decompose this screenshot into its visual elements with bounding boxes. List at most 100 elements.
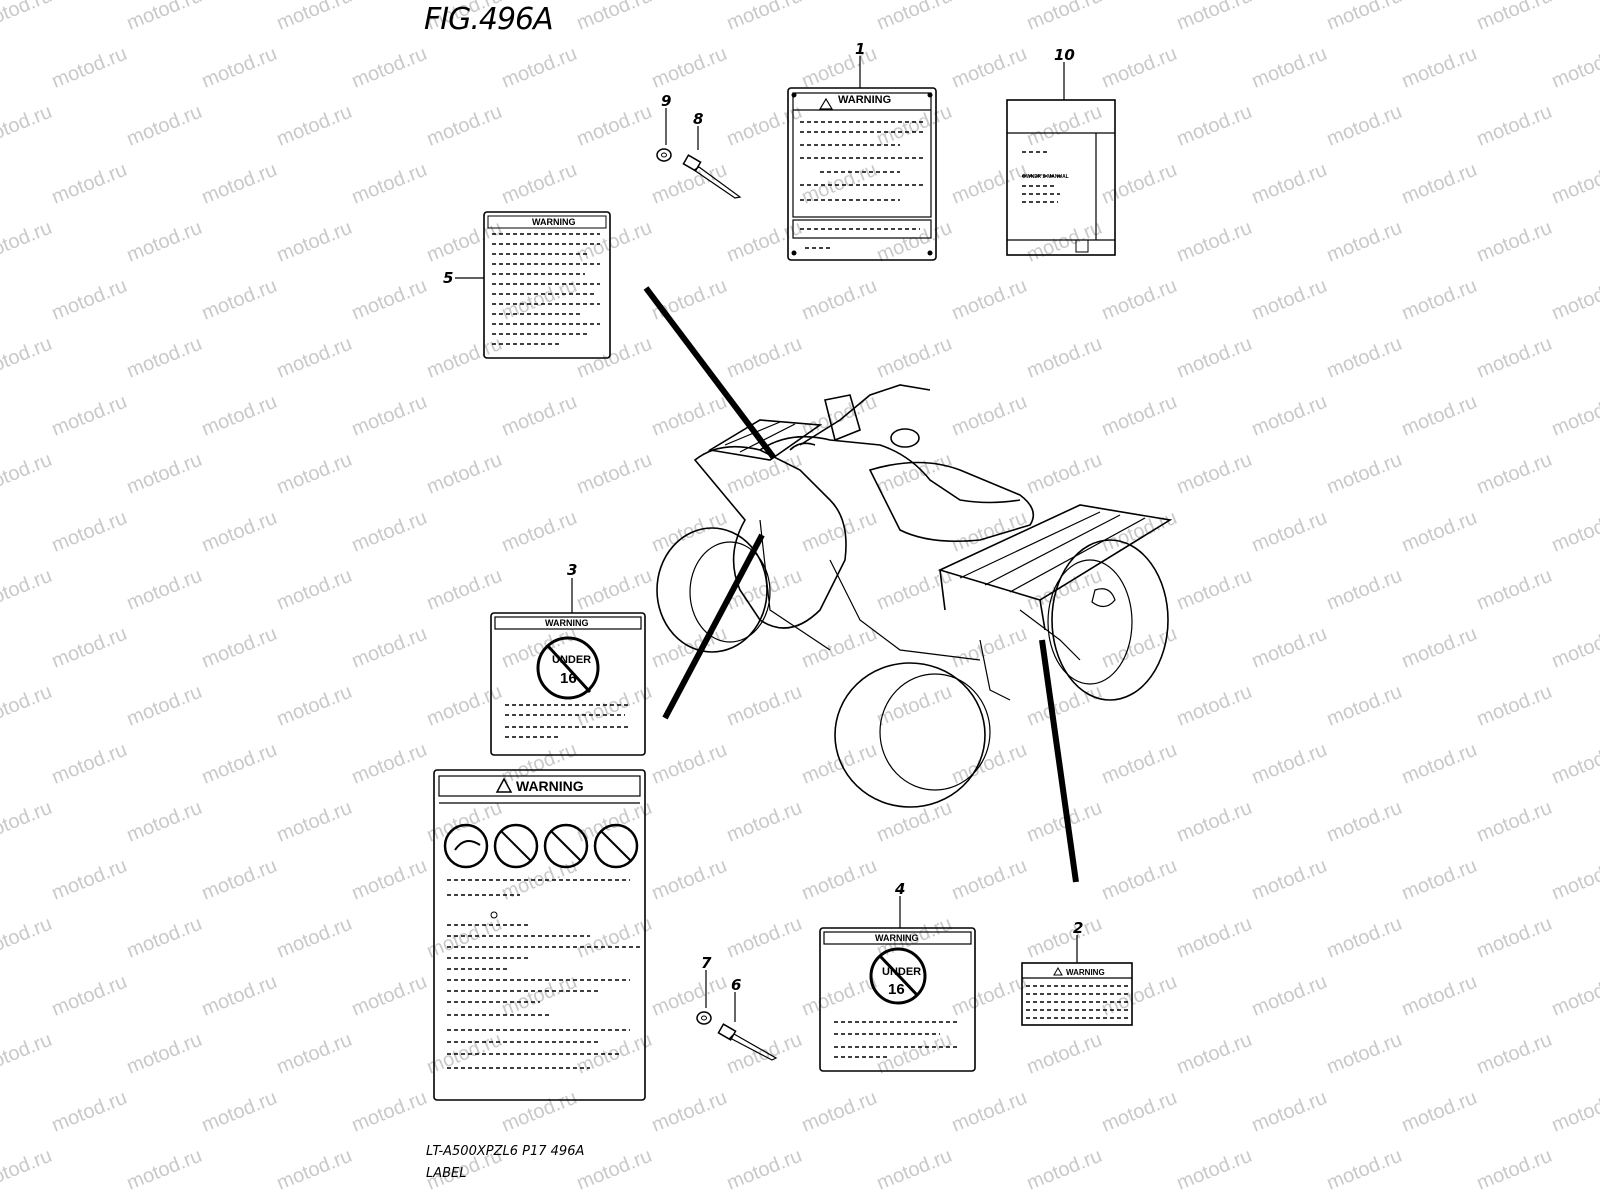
- watermark-text: motod.ru: [274, 681, 355, 731]
- watermark-text: motod.ru: [649, 623, 730, 673]
- watermark-text: motod.ru: [949, 1087, 1030, 1137]
- watermark-text: motod.ru: [199, 1087, 280, 1137]
- watermark-text: motod.ru: [499, 391, 580, 441]
- watermark-text: motod.ru: [1249, 507, 1330, 557]
- watermark-text: motod.ru: [0, 913, 55, 963]
- watermark-text: motod.ru: [1474, 0, 1555, 35]
- watermark-text: motod.ru: [274, 565, 355, 615]
- watermark-text: motod.ru: [799, 971, 880, 1021]
- watermark-text: motod.ru: [1099, 159, 1180, 209]
- watermark-text: motod.ru: [424, 101, 505, 151]
- watermark-text: motod.ru: [274, 1029, 355, 1079]
- watermark-text: motod.ru: [0, 101, 55, 151]
- watermark-text: motod.ru: [1549, 275, 1600, 325]
- watermark-text: motod.ru: [274, 797, 355, 847]
- callouts: 1 2 3 4 5 6 7 8 9 10: [443, 40, 1083, 994]
- watermark-text: motod.ru: [799, 391, 880, 441]
- watermark-text: motod.ru: [799, 623, 880, 673]
- watermark-text: motod.ru: [1549, 1087, 1600, 1137]
- watermark-text: motod.ru: [1024, 1029, 1105, 1079]
- watermark-text: motod.ru: [424, 217, 505, 267]
- watermark-text: motod.ru: [724, 797, 805, 847]
- watermark-text: motod.ru: [799, 1087, 880, 1137]
- watermark-text: motod.ru: [649, 159, 730, 209]
- watermark-text: motod.ru: [124, 565, 205, 615]
- watermark-text: motod.ru: [0, 1029, 55, 1079]
- watermark-text: motod.ru: [1099, 1087, 1180, 1137]
- watermark-text: motod.ru: [1024, 0, 1105, 35]
- atv-illustration: [656, 384, 1173, 808]
- watermark-text: motod.ru: [124, 1029, 205, 1079]
- watermark-text: motod.ru: [949, 43, 1030, 93]
- figure-title: FIG.496A: [424, 2, 554, 37]
- watermark-text: motod.ru: [1174, 913, 1255, 963]
- watermark-text: motod.ru: [0, 333, 55, 383]
- watermark-text: motod.ru: [1474, 681, 1555, 731]
- label-part-3: [433, 578, 646, 1101]
- watermark-text: motod.ru: [724, 913, 805, 963]
- watermark-text: motod.ru: [49, 159, 130, 209]
- watermark-text: motod.ru: [649, 1087, 730, 1137]
- watermark-text: motod.ru: [1099, 275, 1180, 325]
- watermark-text: motod.ru: [1474, 1145, 1555, 1195]
- watermark-text: motod.ru: [1549, 43, 1600, 93]
- watermark-text: motod.ru: [574, 1029, 655, 1079]
- watermark-text: motod.ru: [49, 391, 130, 441]
- watermark-text: motod.ru: [1399, 855, 1480, 905]
- callout-4: 4: [894, 880, 905, 898]
- watermark-text: motod.ru: [1549, 159, 1600, 209]
- watermark-text: motod.ru: [349, 391, 430, 441]
- warning-text-3a: WARNING: [545, 618, 589, 628]
- watermark-text: motod.ru: [1324, 333, 1405, 383]
- watermark-text: motod.ru: [874, 217, 955, 267]
- watermark-text: motod.ru: [1474, 333, 1555, 383]
- watermark-text: motod.ru: [1549, 855, 1600, 905]
- rivet-part-6: [717, 992, 778, 1061]
- watermark-text: motod.ru: [1024, 449, 1105, 499]
- under-text-4: UNDER: [882, 966, 921, 978]
- watermark-text: motod.ru: [724, 681, 805, 731]
- watermark-text: motod.ru: [1174, 797, 1255, 847]
- watermark-text: motod.ru: [799, 275, 880, 325]
- watermark-text: motod.ru: [724, 449, 805, 499]
- footer-name: LABEL: [426, 1166, 467, 1181]
- watermark-text: motod.ru: [499, 1087, 580, 1137]
- watermark-text: motod.ru: [1024, 913, 1105, 963]
- watermark-text: motod.ru: [874, 1145, 955, 1195]
- watermark-text: motod.ru: [349, 1087, 430, 1137]
- leader-line: [643, 286, 777, 460]
- watermark-text: motod.ru: [1024, 101, 1105, 151]
- watermark-text: motod.ru: [349, 855, 430, 905]
- watermark-text: motod.ru: [799, 43, 880, 93]
- watermark-text: motod.ru: [724, 333, 805, 383]
- label-part-2: [1021, 935, 1133, 1026]
- watermark-text: motod.ru: [199, 739, 280, 789]
- watermark-text: motod.ru: [49, 623, 130, 673]
- watermark-text: motod.ru: [1249, 43, 1330, 93]
- watermark-text: motod.ru: [649, 275, 730, 325]
- watermark-text: motod.ru: [1174, 1145, 1255, 1195]
- callout-5: 5: [443, 269, 453, 287]
- watermark-text: motod.ru: [1174, 101, 1255, 151]
- watermark-text: motod.ru: [1474, 101, 1555, 151]
- watermark-text: motod.ru: [0, 217, 55, 267]
- watermark-text: motod.ru: [124, 913, 205, 963]
- watermark-text: motod.ru: [574, 1145, 655, 1195]
- watermark-text: motod.ru: [499, 507, 580, 557]
- manual-title: OWNER'S MANUAL: [1022, 174, 1069, 180]
- watermark-text: motod.ru: [574, 217, 655, 267]
- watermark-text: motod.ru: [199, 507, 280, 557]
- watermark-text: motod.ru: [124, 449, 205, 499]
- watermark-text: motod.ru: [1249, 971, 1330, 1021]
- watermark-text: motod.ru: [1324, 449, 1405, 499]
- watermark-text: motod.ru: [124, 681, 205, 731]
- watermark-text: motod.ru: [1174, 565, 1255, 615]
- watermark-text: motod.ru: [949, 507, 1030, 557]
- watermark-text: motod.ru: [124, 0, 205, 35]
- watermark-text: motod.ru: [499, 43, 580, 93]
- watermark-text: motod.ru: [274, 217, 355, 267]
- callout-8: 8: [693, 110, 703, 128]
- watermark-text: motod.ru: [274, 913, 355, 963]
- watermark-text: motod.ru: [0, 1145, 55, 1195]
- watermark-text: motod.ru: [649, 971, 730, 1021]
